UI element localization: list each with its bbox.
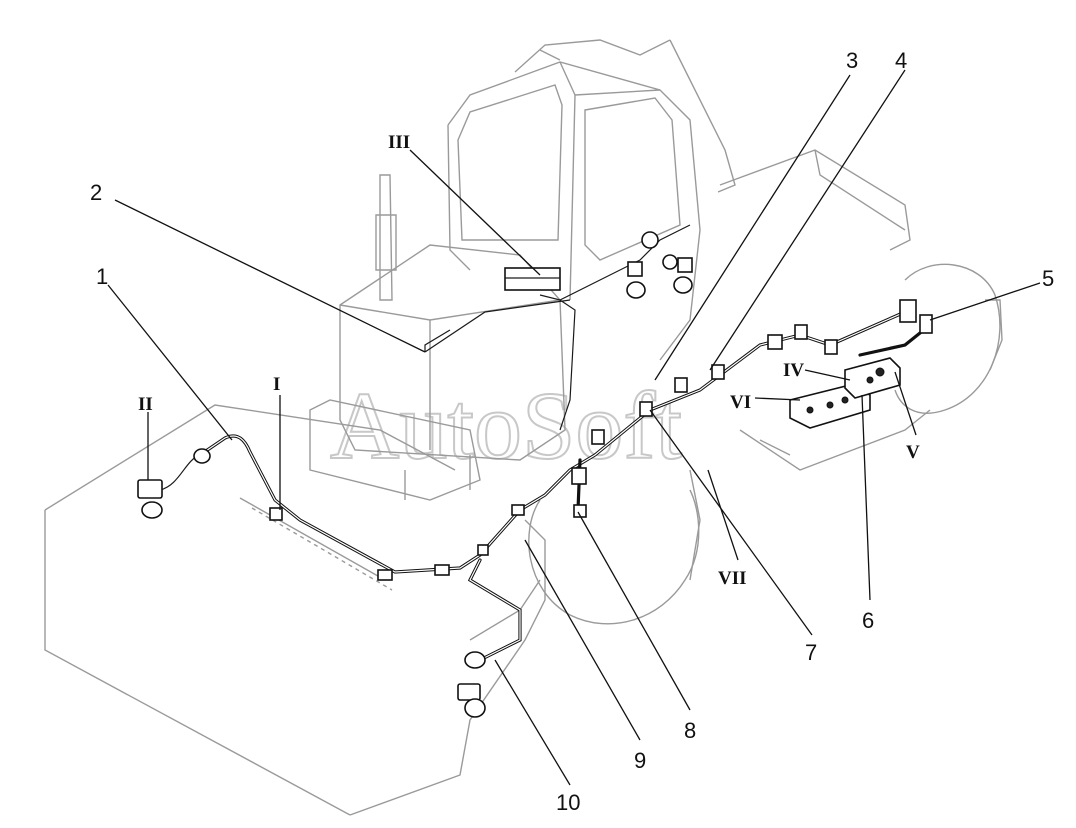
harness-i-connectors xyxy=(269,504,525,581)
roman-iii: III xyxy=(388,132,410,153)
relay-block-icon xyxy=(789,357,901,429)
label-7: 7 xyxy=(805,640,817,665)
label-3: 3 xyxy=(846,48,858,73)
label-5: 5 xyxy=(1042,266,1054,291)
roman-v: V xyxy=(906,442,920,463)
label-2: 2 xyxy=(90,180,102,205)
label-6: 6 xyxy=(862,608,874,633)
connector-8-icon xyxy=(571,467,587,518)
label-8: 8 xyxy=(684,718,696,743)
roman-vi: VI xyxy=(730,392,751,413)
callout-labels: 1 2 3 4 5 6 7 8 9 10 I II III IV V VI VI… xyxy=(90,48,1054,815)
lamp-ii-icon xyxy=(137,448,211,519)
watermark: AutoSoft xyxy=(330,372,682,479)
label-1: 1 xyxy=(96,264,108,289)
tractor-outline xyxy=(44,39,1003,816)
roman-i: I xyxy=(273,374,280,395)
leader-lines xyxy=(107,69,1041,786)
components xyxy=(137,231,933,718)
label-10: 10 xyxy=(556,790,580,815)
rear-lamp-icon xyxy=(457,651,486,718)
roman-vii: VII xyxy=(718,568,747,589)
cab-lamps-icon xyxy=(504,231,693,299)
roman-iv: IV xyxy=(783,360,804,381)
label-4: 4 xyxy=(895,48,907,73)
label-9: 9 xyxy=(634,748,646,773)
right-harness-connectors xyxy=(591,299,933,445)
roman-ii: II xyxy=(138,394,153,415)
